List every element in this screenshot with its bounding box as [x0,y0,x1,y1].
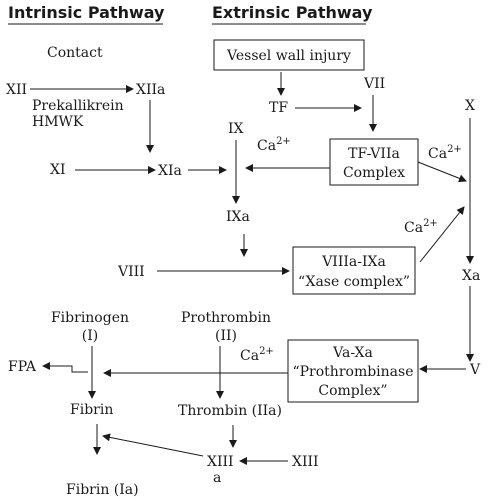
factor-xiiia-label: XIII [207,454,234,470]
fibrin-label: Fibrin [70,402,113,418]
extrinsic-pathway-header: Extrinsic Pathway [212,3,373,22]
factor-xa-label: Xa [462,268,480,284]
prothrombinase-label: “Prothrombinase [292,364,413,380]
factor-xiiia-suffix-label: a [213,470,221,486]
fpa-label: FPA [8,359,37,375]
tf-viia-complex-box [329,138,419,186]
arrow-tf-viia-to-x [417,161,467,183]
intrinsic-pathway-header: Intrinsic Pathway [8,3,165,22]
factor-xia-label: XIa [158,163,182,179]
factor-xii-label: XII [6,82,27,98]
hmwk-label: HMWK [32,114,84,130]
factor-ix-label: IX [228,121,244,137]
factor-x-label: X [465,98,475,114]
calcium-label-prothrombin: Ca2+ [240,346,274,364]
calcium-label-x: Ca2+ [428,144,462,162]
calcium-label-xase: Ca2+ [404,218,438,236]
factor-v-label: V [469,362,481,378]
prothrombin-label: Prothrombin [181,310,271,326]
prothrombin-numeral-label: (II) [215,328,237,344]
va-xa-label: Va-Xa [332,345,373,361]
factor-xiii-label: XIII [292,454,319,470]
arrow-xiiia-to-fibrin [102,433,204,457]
contact-label: Contact [47,45,103,61]
xase-complex-label: “Xase complex” [298,274,410,290]
viiia-ixa-label: VIIIa-IXa [321,254,386,270]
tf-viia-complex-label: Complex [343,165,405,181]
tissue-factor-label: TF [269,100,288,116]
xase-complex-box [292,246,416,295]
fibrin-ia-label: Fibrin (Ia) [66,482,139,498]
thrombin-label: Thrombin (IIa) [178,403,282,419]
vessel-wall-injury-box [213,39,365,71]
factor-xiia-label: XIIa [136,82,165,98]
prothrombinase-complex-label: Complex” [318,383,387,399]
arrow-fibrinogen-to-fpa [42,362,88,373]
factor-xi-label: XI [50,162,66,178]
fibrinogen-label: Fibrinogen [51,310,129,326]
prothrombinase-complex-box [287,339,419,403]
factor-ixa-label: IXa [226,209,250,225]
arrow-xase-to-x [419,206,465,263]
fibrinogen-numeral-label: (I) [82,328,98,344]
calcium-label-ix: Ca2+ [257,136,291,154]
factor-viii-label: VIII [117,264,145,280]
tf-viia-label: TF-VIIa [348,146,400,162]
factor-vii-label: VII [363,76,385,92]
prekallikrein-label: Prekallikrein [32,98,124,114]
vessel-wall-injury-label: Vessel wall injury [226,48,351,64]
